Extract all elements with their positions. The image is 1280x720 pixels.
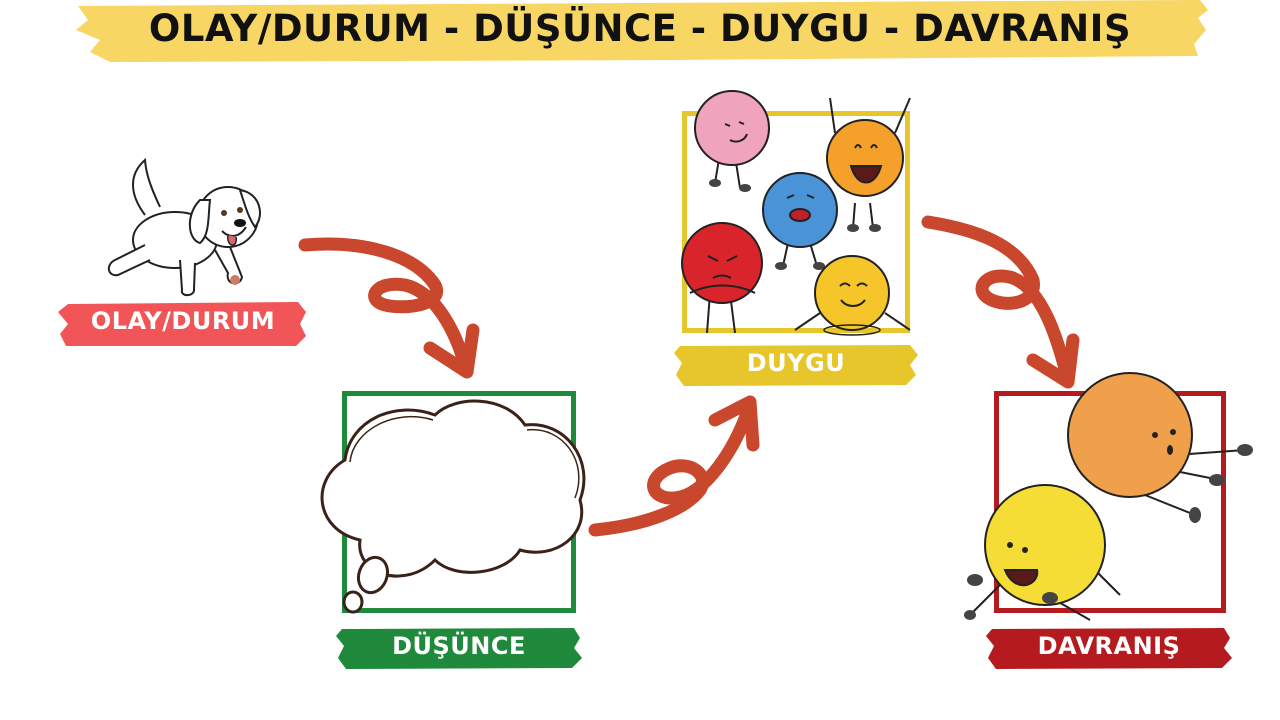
dusunce-label-band — [336, 628, 582, 669]
arrow-dusunce-to-duygu — [588, 395, 760, 537]
title-brush-band — [76, 0, 1208, 62]
dog-icon — [107, 157, 261, 297]
arrow-duygu-to-davranis — [921, 215, 1080, 389]
duygu-label: DUYGU — [746, 349, 846, 377]
olay-label-band — [58, 302, 306, 346]
dusunce-label: DÜŞÜNCE — [392, 632, 526, 660]
arrow-olay-to-dusunce — [298, 237, 480, 379]
davranis-label: DAVRANIŞ — [1037, 632, 1181, 660]
running-characters-icon — [964, 372, 1253, 621]
duygu-label-band — [674, 345, 918, 386]
davranis-label-band — [986, 628, 1232, 669]
laughing-character-icon — [964, 484, 1121, 621]
surprised-character-icon — [1067, 372, 1253, 523]
anxious-character-icon — [694, 90, 770, 192]
angry-character-icon — [681, 222, 763, 334]
page-title: OLAY/DURUM - DÜŞÜNCE - DUYGU - DAVRANIŞ — [148, 7, 1132, 50]
sad-character-icon — [762, 172, 838, 270]
calm-character-icon — [794, 255, 911, 336]
happy-character-icon — [826, 97, 911, 232]
olay-label: OLAY/DURUM — [90, 307, 276, 335]
emotion-characters-icon — [681, 90, 911, 336]
thought-cloud-icon — [320, 399, 586, 614]
